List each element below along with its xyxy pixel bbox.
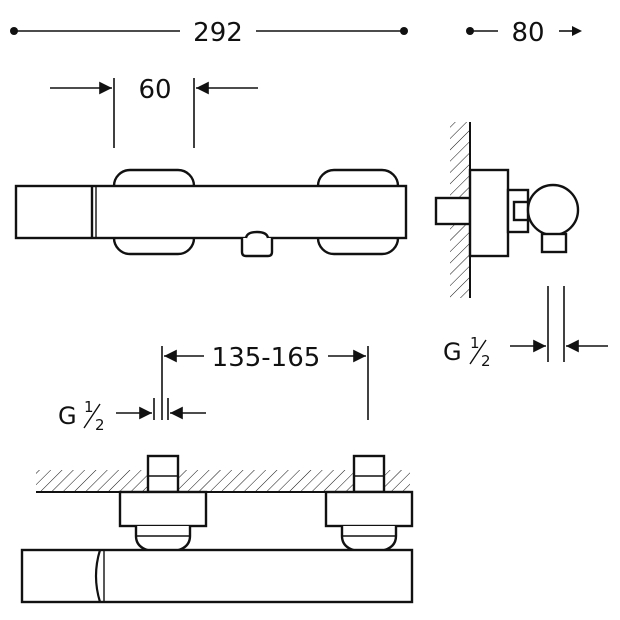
dimension-135-165-label: 135-165 <box>212 343 321 373</box>
side-view: G 1 2 <box>434 122 608 370</box>
dimension-292-label: 292 <box>193 18 243 48</box>
thread-label-side: G 1 2 <box>443 334 491 370</box>
thread-label-bottom: G 1 2 <box>58 398 105 434</box>
dimension-60: 60 <box>50 75 258 148</box>
front-view <box>14 168 408 258</box>
svg-text:G: G <box>58 402 77 430</box>
svg-text:1: 1 <box>84 398 94 416</box>
dimension-thread-bottom: G 1 2 <box>58 398 206 434</box>
svg-text:G: G <box>443 338 462 366</box>
top-view <box>20 454 414 604</box>
dimension-80: 80 <box>466 18 582 48</box>
dimension-292: 292 <box>10 18 408 48</box>
dimension-60-label: 60 <box>138 75 171 105</box>
svg-text:2: 2 <box>95 416 105 434</box>
svg-text:1: 1 <box>470 334 480 352</box>
dimension-135-165: 135-165 <box>161 343 369 420</box>
svg-text:2: 2 <box>481 352 491 370</box>
dimension-80-label: 80 <box>511 18 544 48</box>
